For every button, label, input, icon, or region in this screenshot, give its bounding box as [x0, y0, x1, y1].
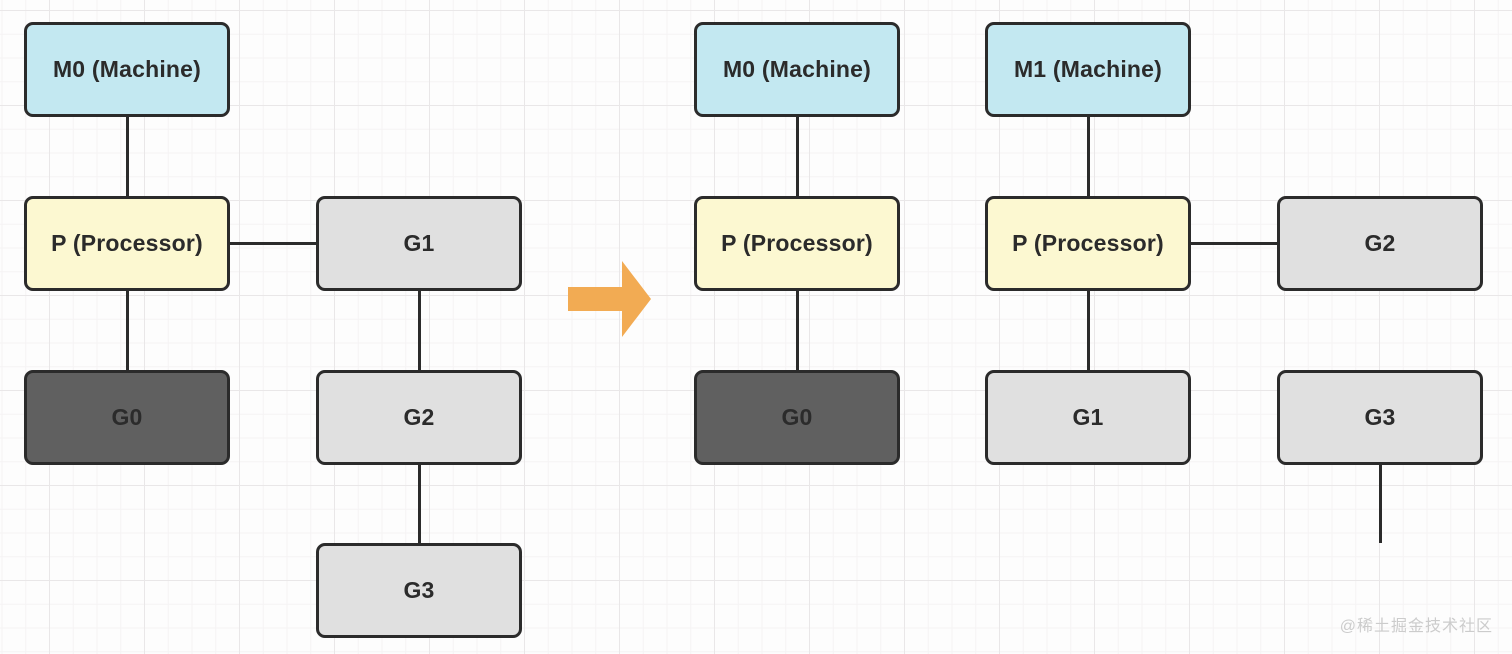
- node-label: G2: [403, 404, 435, 430]
- node-right-m1: M1 (Machine): [985, 22, 1191, 117]
- edge-left-p-g1: [230, 242, 316, 245]
- edge-left-g2-g3: [417, 465, 421, 543]
- node-right-g2: G2: [1277, 196, 1483, 291]
- node-right-p0: P (Processor): [694, 196, 900, 291]
- node-label: M1 (Machine): [1013, 56, 1163, 82]
- edge-right-p1-g1: [1086, 291, 1090, 370]
- right-arrow-shape: [568, 261, 651, 337]
- edge-left-m0-p: [125, 117, 129, 196]
- node-label: G3: [1364, 404, 1396, 430]
- node-label: P (Processor): [51, 230, 203, 256]
- edge-right-m1-p1: [1086, 117, 1090, 196]
- node-label: G1: [403, 230, 435, 256]
- node-left-g2: G2: [316, 370, 522, 465]
- edge-left-g1-g2: [417, 291, 421, 370]
- node-label: G0: [111, 404, 143, 430]
- edge-left-p-g0: [125, 291, 129, 370]
- node-right-m0: M0 (Machine): [694, 22, 900, 117]
- node-label: G1: [1072, 404, 1104, 430]
- node-left-m0: M0 (Machine): [24, 22, 230, 117]
- node-label: P (Processor): [1012, 230, 1164, 256]
- node-label: G0: [781, 404, 813, 430]
- node-right-p1: P (Processor): [985, 196, 1191, 291]
- node-right-g3: G3: [1277, 370, 1483, 465]
- node-left-p: P (Processor): [24, 196, 230, 291]
- edge-right-g2-g3: [1378, 465, 1382, 543]
- edge-right-p1-g2: [1191, 242, 1277, 245]
- node-label: P (Processor): [721, 230, 873, 256]
- transform-arrow-icon: [568, 261, 651, 337]
- node-left-g1: G1: [316, 196, 522, 291]
- node-label: M0 (Machine): [722, 56, 872, 82]
- edge-right-p0-g0: [795, 291, 799, 370]
- watermark: @稀土掘金技术社区: [1339, 618, 1493, 635]
- node-right-g0: G0: [694, 370, 900, 465]
- node-label: G3: [403, 577, 435, 603]
- node-left-g0: G0: [24, 370, 230, 465]
- edge-right-m0-p0: [795, 117, 799, 196]
- node-label: M0 (Machine): [52, 56, 202, 82]
- node-left-g3: G3: [316, 543, 522, 638]
- node-right-g1: G1: [985, 370, 1191, 465]
- node-label: G2: [1364, 230, 1396, 256]
